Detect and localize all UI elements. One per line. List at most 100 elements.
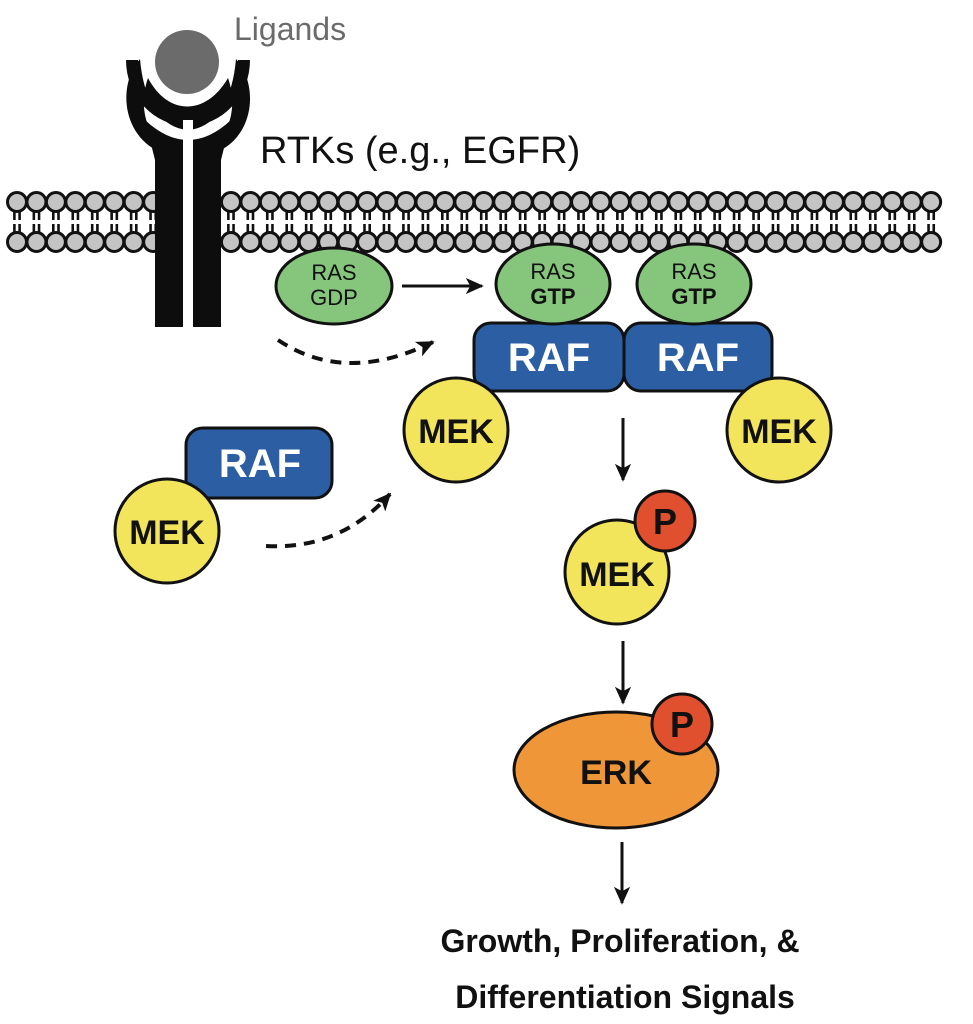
mek-bound-right-label: MEK bbox=[741, 413, 817, 451]
lipid bbox=[647, 191, 670, 253]
lipid bbox=[861, 191, 884, 253]
lipid bbox=[219, 191, 242, 253]
mek-bound-right: MEK bbox=[725, 376, 833, 484]
lipid-head bbox=[667, 191, 690, 213]
lipid-head bbox=[706, 191, 729, 213]
lipid-head bbox=[686, 191, 709, 213]
lipid bbox=[239, 191, 262, 253]
lipid bbox=[822, 191, 845, 253]
ras-gtp-2: RAS GTP bbox=[635, 242, 753, 326]
lipid-head bbox=[433, 231, 456, 253]
ras-gdp-line2: GDP bbox=[310, 285, 358, 310]
lipid bbox=[453, 191, 476, 253]
lipid-head bbox=[414, 191, 437, 213]
ras-gtp-1: RAS GTP bbox=[494, 242, 612, 326]
lipid-head bbox=[861, 231, 884, 253]
lipid-head bbox=[219, 191, 242, 213]
ras-gtp-2-line1: RAS bbox=[671, 259, 716, 284]
lipid bbox=[628, 191, 651, 253]
lipid-head bbox=[647, 191, 670, 213]
lipid-head bbox=[122, 231, 145, 253]
lipid bbox=[920, 191, 943, 253]
lipid-head bbox=[453, 231, 476, 253]
erk-phosphorylated: ERK P bbox=[512, 692, 720, 830]
lipid-head bbox=[64, 231, 87, 253]
lipid bbox=[511, 191, 534, 253]
lipid-head bbox=[745, 231, 768, 253]
lipid-head bbox=[103, 231, 126, 253]
lipid-head bbox=[881, 231, 904, 253]
lipid-head bbox=[784, 191, 806, 213]
lipid-head bbox=[395, 231, 417, 253]
lipid bbox=[83, 191, 106, 253]
lipid-head bbox=[25, 191, 48, 213]
receptor-cup-rim bbox=[126, 60, 250, 126]
lipid-head bbox=[239, 191, 262, 213]
lipid-head bbox=[725, 231, 748, 253]
lipid-head bbox=[900, 231, 923, 253]
receptor-rtk bbox=[126, 59, 251, 327]
ras-gdp-line1: RAS bbox=[311, 260, 356, 285]
lipid bbox=[356, 191, 379, 253]
lipid-head bbox=[608, 231, 631, 253]
lipid-head bbox=[414, 231, 437, 253]
arrow-raf-mek-recruit bbox=[265, 492, 392, 549]
lipid-head bbox=[395, 191, 417, 213]
cell-membrane bbox=[6, 191, 943, 253]
lipid-head bbox=[822, 191, 845, 213]
lipid-head bbox=[278, 231, 301, 253]
lipid-head bbox=[492, 191, 515, 213]
lipid-head bbox=[25, 231, 48, 253]
lipid-head bbox=[492, 231, 515, 253]
lipid-head bbox=[356, 191, 379, 213]
lipid-head bbox=[472, 231, 495, 253]
mek-phosphorylated: MEK P bbox=[563, 489, 697, 626]
lipid-head bbox=[570, 191, 593, 213]
raf-dimer-left-label: RAF bbox=[508, 336, 590, 380]
lipid-head bbox=[764, 231, 787, 253]
lipid-head bbox=[550, 191, 573, 213]
lipid-head bbox=[764, 191, 787, 213]
lipid-head bbox=[356, 231, 379, 253]
lipid-head bbox=[861, 191, 884, 213]
lipid-head bbox=[842, 231, 865, 253]
raf-free-box bbox=[184, 426, 334, 500]
lipid-head bbox=[628, 231, 651, 253]
lipid-head bbox=[297, 191, 320, 213]
ras-gtp-1-line1: RAS bbox=[530, 259, 575, 284]
lipid bbox=[122, 191, 145, 253]
lipid bbox=[764, 191, 787, 253]
lipid-head bbox=[511, 191, 534, 213]
lipid bbox=[706, 191, 729, 253]
receptor-label: RTKs (e.g., EGFR) bbox=[260, 130, 580, 172]
lipid bbox=[472, 191, 495, 253]
lipid bbox=[803, 191, 826, 253]
ras-gtp-1-line2: GTP bbox=[530, 284, 575, 309]
mek-bound-left-label: MEK bbox=[418, 413, 494, 451]
lipid bbox=[25, 191, 48, 253]
lipid-head bbox=[375, 231, 398, 253]
output-line-2: Differentiation Signals bbox=[455, 979, 795, 1015]
lipid-head bbox=[122, 191, 145, 213]
lipid-head bbox=[531, 191, 554, 213]
lipid bbox=[414, 191, 437, 253]
lipid-head bbox=[44, 231, 67, 253]
lipid bbox=[570, 191, 593, 253]
lipid-head bbox=[628, 191, 651, 213]
ras-gtp-2-line2: GTP bbox=[671, 284, 716, 309]
lipid-head bbox=[453, 191, 476, 213]
mek-phospho-label: MEK bbox=[579, 556, 655, 594]
raf-dimer-right-label: RAF bbox=[657, 336, 739, 380]
lipid-head bbox=[258, 191, 281, 213]
lipid-head bbox=[433, 191, 456, 213]
lipid-head bbox=[803, 231, 826, 253]
lipid bbox=[589, 191, 612, 253]
lipid-head bbox=[6, 191, 28, 213]
mek-bound-left: MEK bbox=[402, 376, 510, 484]
lipid-head bbox=[920, 231, 943, 253]
lipid-head bbox=[83, 191, 106, 213]
lipid-head bbox=[920, 191, 943, 213]
lipid-head bbox=[64, 191, 87, 213]
lipid bbox=[278, 191, 301, 253]
